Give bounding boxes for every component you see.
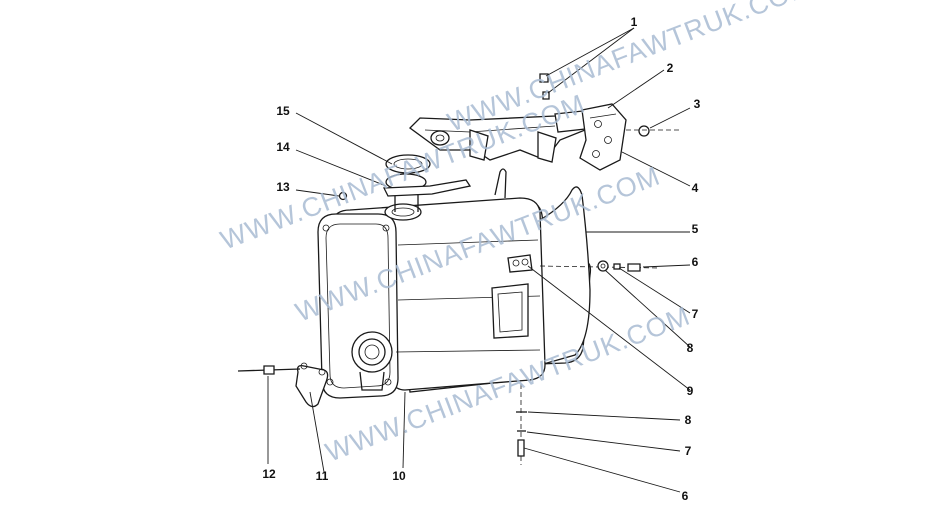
leader-lines: [267, 27, 691, 493]
mounting-bracket: [409, 103, 627, 171]
fuel-tank: [317, 168, 592, 399]
part-label-1: 1: [631, 15, 638, 29]
part-label-4: 4: [692, 181, 699, 195]
part-label-11: 11: [316, 469, 329, 483]
part-label-8b: 8: [685, 413, 692, 427]
part-label-13: 13: [276, 180, 290, 194]
sender-unit: [338, 154, 472, 212]
part-label-15: 15: [276, 104, 290, 118]
part-label-7b: 7: [685, 444, 692, 458]
part-label-7: 7: [692, 307, 699, 321]
fasteners: [237, 73, 680, 465]
part-label-2: 2: [667, 61, 674, 75]
part-label-6b: 6: [682, 489, 689, 503]
part-label-8: 8: [687, 341, 694, 355]
part-label-12: 12: [262, 467, 276, 481]
part-labels: 1 2 3 4 5 6 7 8 9 8 7 6 12 11 10 13 14 1…: [262, 15, 700, 503]
part-label-14: 14: [276, 140, 290, 154]
part-label-10: 10: [392, 469, 406, 483]
part-label-9: 9: [687, 384, 694, 398]
part-label-6: 6: [692, 255, 699, 269]
part-label-3: 3: [694, 97, 701, 111]
cover-plate: [295, 362, 329, 408]
part-label-5: 5: [692, 222, 699, 236]
